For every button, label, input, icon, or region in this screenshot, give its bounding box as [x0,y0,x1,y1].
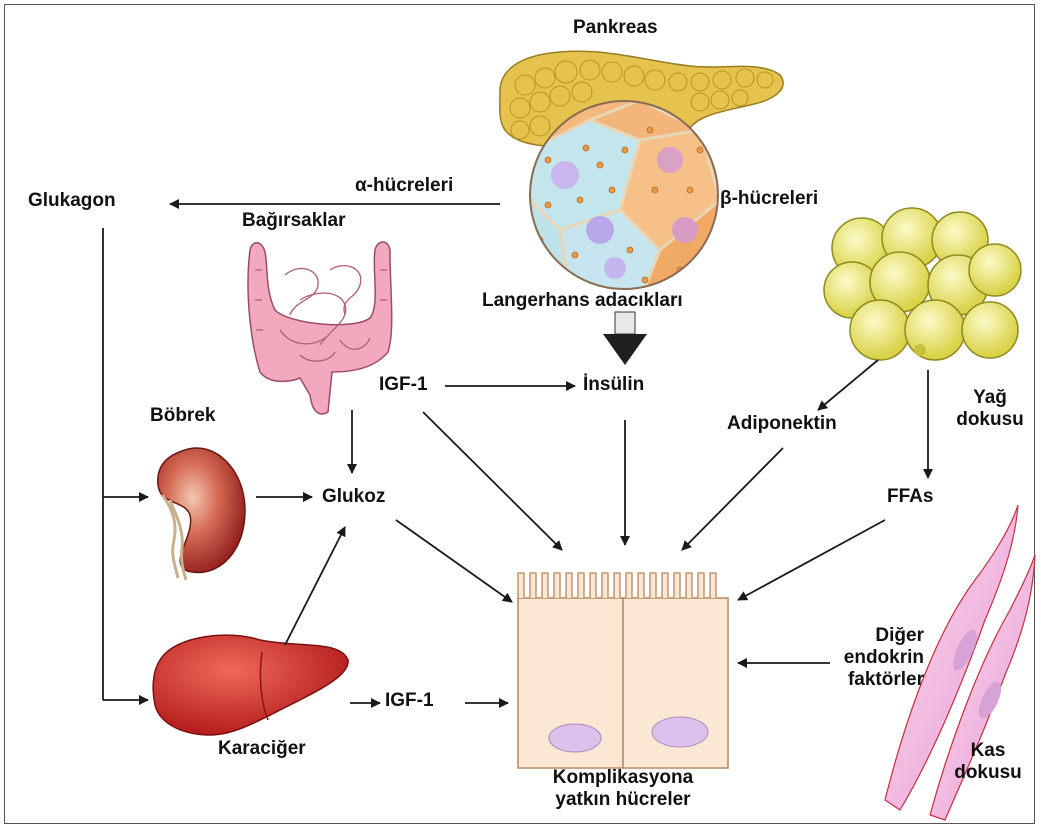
islet-to-insulin-arrow [603,312,647,365]
label-liver: Karaciğer [218,738,306,760]
arrows [103,204,928,703]
kidney-illustration [158,448,245,580]
label-igf1-top: IGF-1 [379,374,428,396]
label-target-line1: Komplikasyona [553,767,693,788]
label-glucose: Glukoz [322,486,385,508]
intestine-illustration [248,242,392,414]
arrow-liver-to-glucose [285,527,345,645]
arrow-adiponectin-to-cells [682,448,783,550]
label-other-factors: Diğer endokrin faktörler [836,625,924,691]
label-fat-tissue-line1: Yağ [973,387,1007,408]
label-other-line1: Diğer [875,625,924,646]
label-beta-cells: β-hücreleri [720,188,818,210]
label-target-cells: Komplikasyona yatkın hücreler [528,767,718,811]
arrow-ffas-to-cells [738,520,885,600]
label-intestine: Bağırsaklar [242,210,346,232]
label-muscle-line1: Kas [971,740,1006,761]
label-adiponectin: Adiponektin [727,413,837,435]
label-other-line2: endokrin [844,647,924,668]
arrow-glucose-to-cells [396,520,512,602]
label-ffas: FFAs [887,486,933,508]
target-cells-illustration [518,573,728,768]
label-pancreas: Pankreas [573,17,658,39]
label-glucagon: Glukagon [28,190,116,212]
arrow-igf1-to-cells [423,412,562,550]
label-insulin: İnsülin [583,374,644,396]
label-muscle: Kas dokusu [948,740,1028,784]
label-target-line2: yatkın hücreler [555,789,690,810]
label-fat-tissue-line2: dokusu [956,409,1024,430]
label-islets: Langerhans adacıkları [482,290,683,312]
label-fat-tissue: Yağ dokusu [955,387,1025,431]
fat-tissue-illustration [824,208,1021,360]
arrow-fat-to-adiponectin [818,360,878,410]
label-muscle-line2: dokusu [954,762,1022,783]
label-kidney: Böbrek [150,405,215,427]
liver-illustration [153,635,348,735]
label-igf1-bottom: IGF-1 [385,690,434,712]
label-other-line3: faktörler [848,669,924,690]
label-alpha-cells: α-hücreleri [355,175,453,197]
